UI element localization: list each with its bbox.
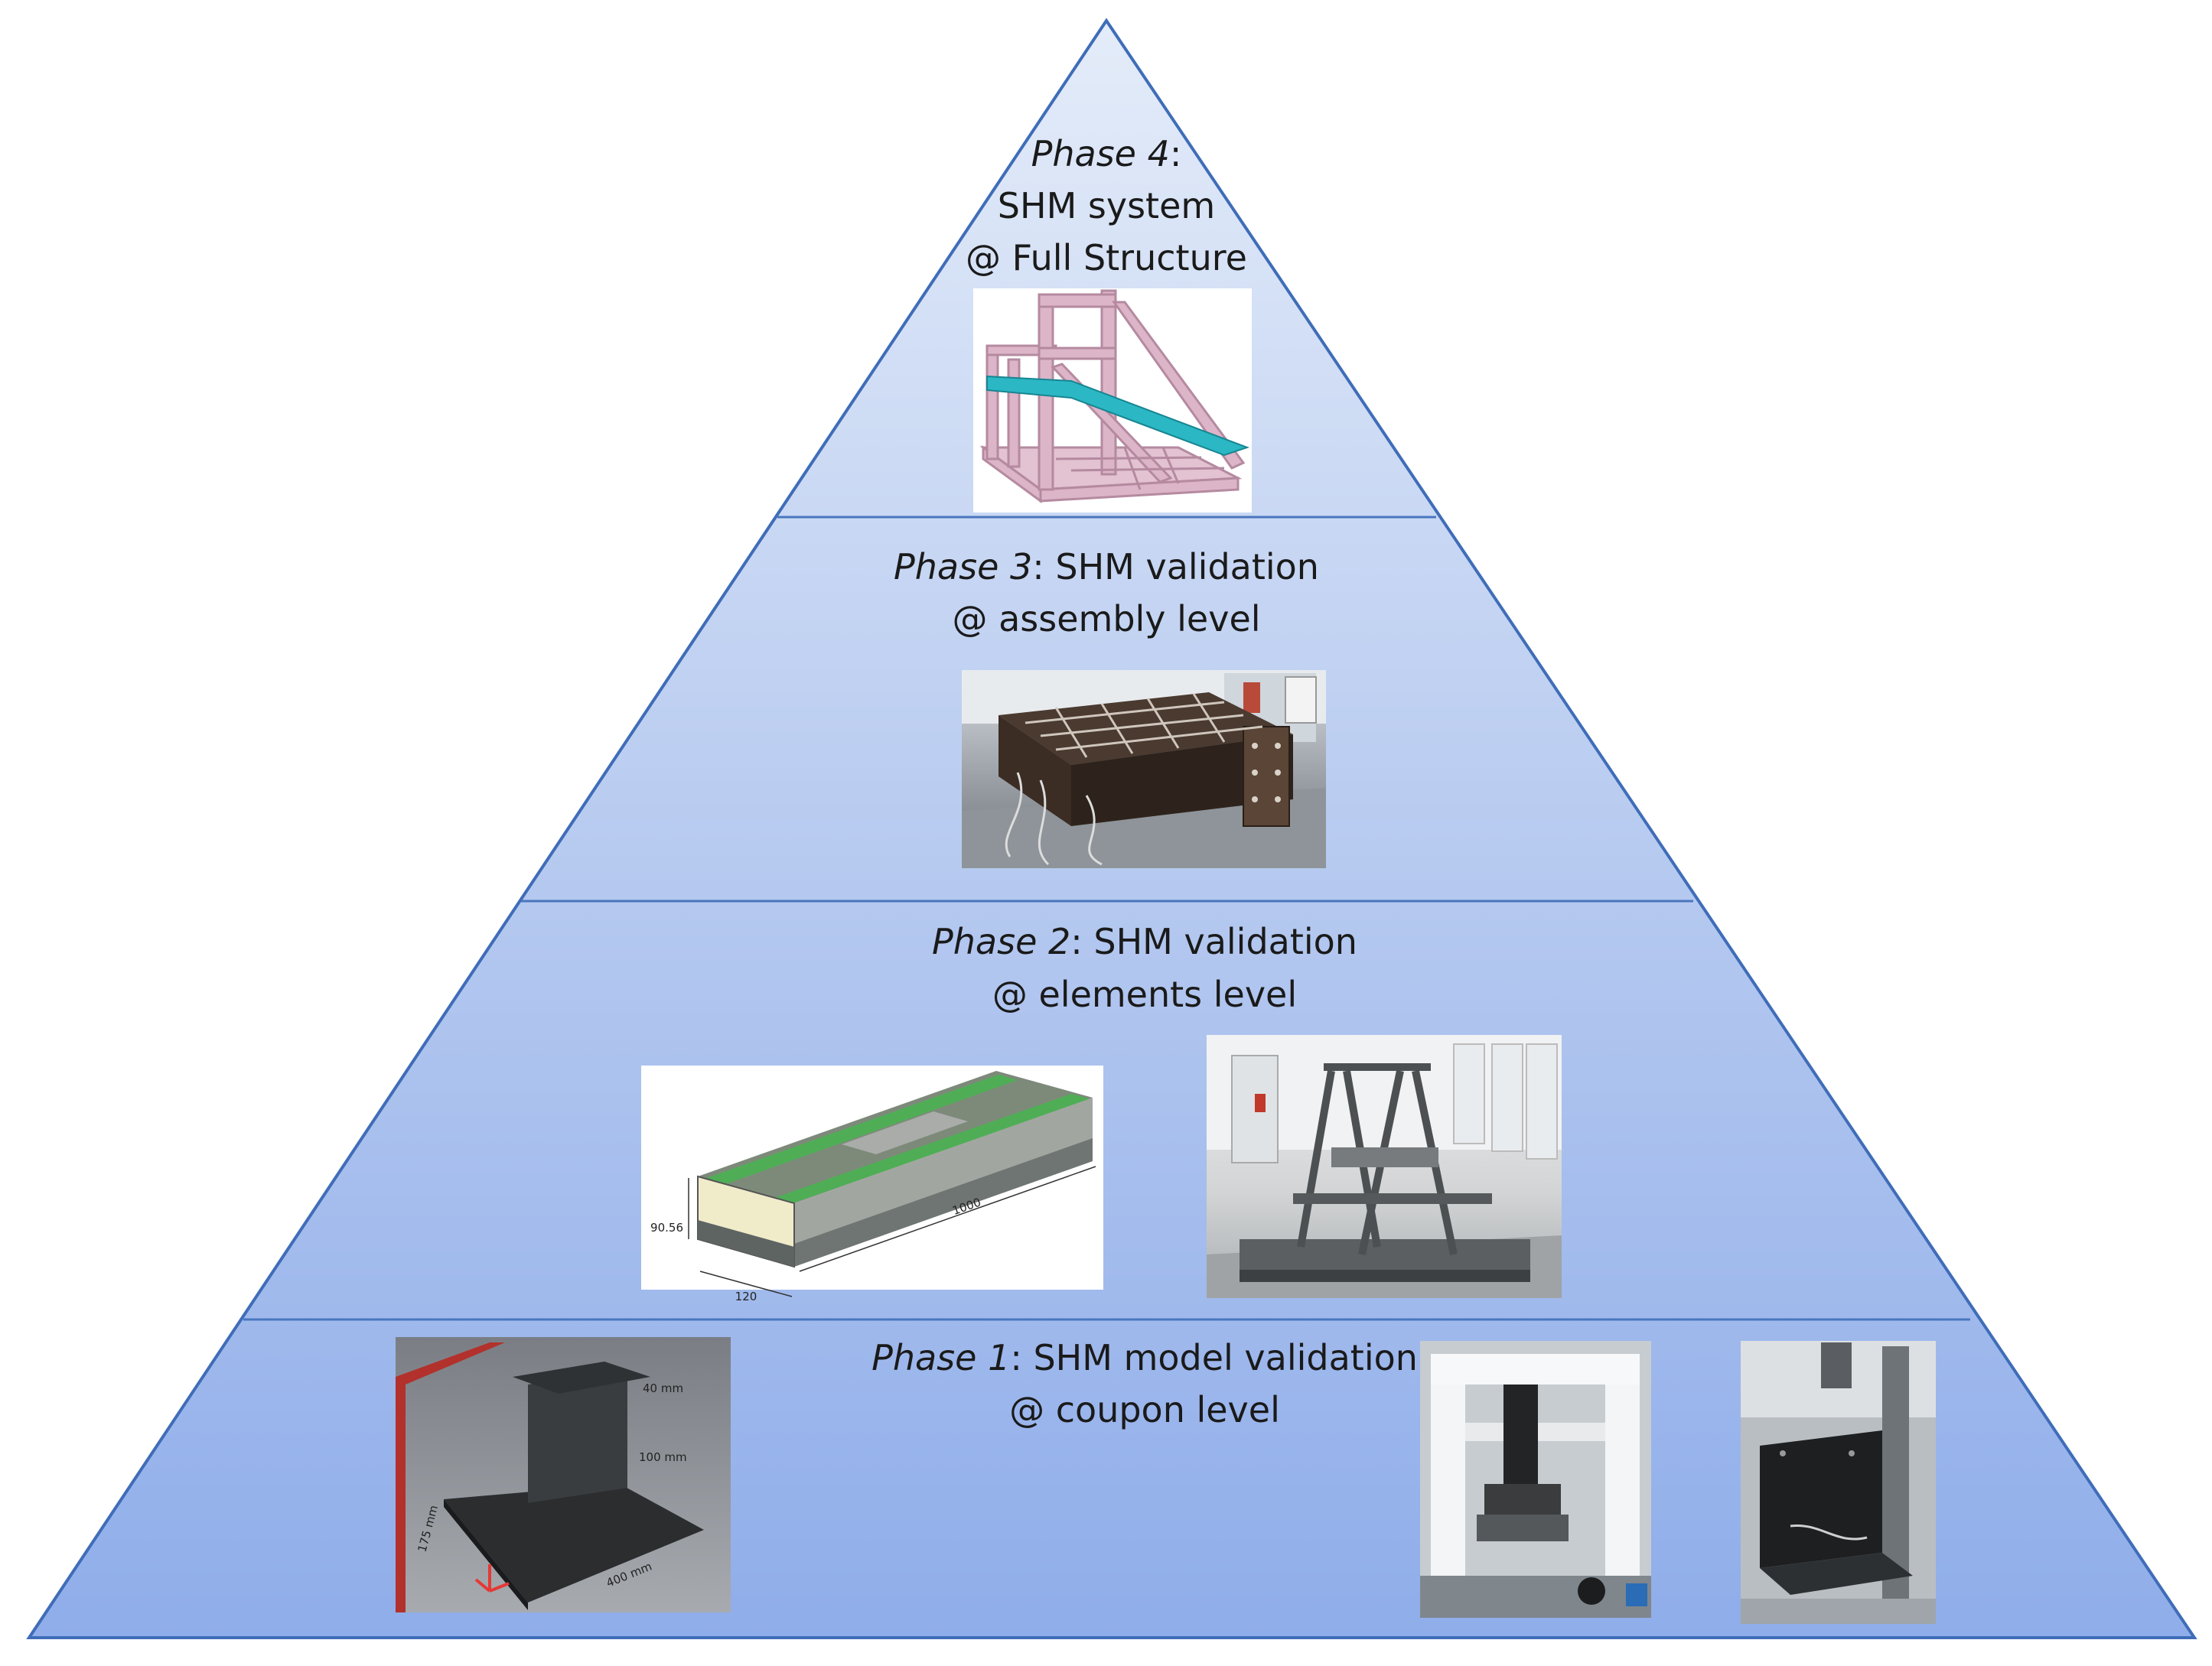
- phase-4-line3: @ Full Structure: [966, 237, 1247, 278]
- svg-text:Phase 1: SHM model validation: Phase 1: SHM model validation: [871, 1337, 1418, 1378]
- testing-machine-photo: [1420, 1341, 1651, 1618]
- phase-2-line2: @ elements level: [992, 974, 1297, 1015]
- phase-2-label: Phase 2: SHM validation @ elements level: [932, 921, 1357, 1015]
- beam-height-dim: 90.56: [650, 1221, 683, 1235]
- full-structure-frame-image: [973, 288, 1252, 512]
- svg-text:Phase 3: SHM validation: Phase 3: SHM validation: [894, 546, 1319, 587]
- coupon-fixture-photo: [1741, 1341, 1936, 1624]
- element-test-rig-photo: [1207, 1035, 1562, 1298]
- coupon-flange-dim: 40 mm: [643, 1381, 683, 1395]
- phase-3-line2: @ assembly level: [952, 598, 1260, 639]
- phase-4-label: Phase 4: SHM system @ Full Structure: [966, 133, 1247, 278]
- phase-1-title: Phase 1: [871, 1337, 1010, 1378]
- phase-1-label: Phase 1: SHM model validation @ coupon l…: [871, 1337, 1418, 1430]
- phase-1-line2: @ coupon level: [1009, 1389, 1280, 1430]
- coupon-web-dim: 100 mm: [639, 1450, 687, 1464]
- t-coupon-photo: 40 mm 100 mm 175 mm 400 mm: [396, 1337, 731, 1612]
- phase-4-line2: SHM system: [998, 185, 1215, 226]
- phase-2-title: Phase 2: [932, 921, 1070, 962]
- phase-3-label: Phase 3: SHM validation @ assembly level: [894, 546, 1319, 639]
- beam-element-cad-image: 90.56 120 1000: [641, 1066, 1103, 1303]
- beam-width-dim: 120: [735, 1290, 757, 1303]
- svg-text:Phase 2: SHM validation: Phase 2: SHM validation: [932, 921, 1357, 962]
- svg-text:Phase 4:: Phase 4:: [1031, 133, 1182, 174]
- phase-3-title: Phase 3: [894, 546, 1032, 587]
- phase-4-title: Phase 4: [1031, 133, 1170, 174]
- assembly-rig-photo: [962, 670, 1326, 868]
